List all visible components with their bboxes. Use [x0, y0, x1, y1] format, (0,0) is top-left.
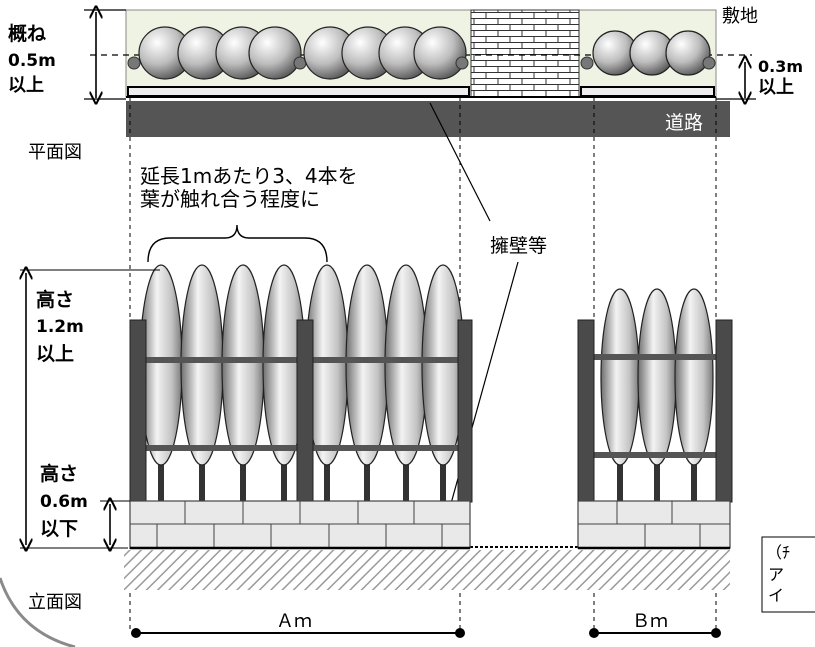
note-box-line2: ア: [768, 565, 784, 584]
plan-title: 平面図: [28, 142, 82, 163]
rail-top-b: [594, 354, 716, 360]
post-b-right: [715, 319, 733, 503]
road-label: 道路: [665, 112, 703, 134]
height-bottom-line1: 高さ: [40, 462, 78, 485]
trunks-a: [158, 462, 446, 502]
plan-shrubs-a: [127, 26, 469, 80]
rail-bottom-b: [594, 452, 716, 458]
brick-wall: [470, 9, 580, 98]
depth-left-line2: 0.5m: [8, 51, 56, 71]
elevation-view: 高さ 1.2m 以上 高さ 0.6m 以下 立面図 Ａｍ Ｂｍ: [20, 264, 733, 638]
note-box-line1: （ﾁ: [766, 543, 790, 562]
spacing-brace: [147, 224, 328, 263]
trees-a: [139, 264, 465, 466]
height-bottom-line2: 0.6m: [40, 492, 88, 512]
trunks-b: [617, 462, 697, 502]
depth-right-line2: 以上: [758, 77, 794, 98]
leader-plan: [429, 102, 491, 222]
spacing-note-line1: 延長1mあたり3、4本を: [140, 164, 358, 188]
block-base-b: [577, 500, 731, 550]
site-label: 敷地: [722, 6, 758, 27]
height-top-line1: 高さ: [36, 288, 74, 311]
curb-b: [580, 86, 715, 97]
corner-arc: [0, 577, 76, 647]
height-bottom-line3: 以下: [40, 518, 78, 540]
retaining-wall-label: 擁壁等: [490, 235, 547, 257]
post-a-right: [457, 319, 473, 503]
height-top-line3: 以上: [36, 343, 74, 365]
spacing-note-line2: 葉が触れ合う程度に: [140, 187, 320, 211]
post-a-left: [129, 319, 147, 503]
dim-a-label: Ａｍ: [276, 611, 312, 632]
note-box: （ﾁ ア イ: [761, 536, 815, 613]
depth-right-line1: 0.3m: [758, 57, 803, 76]
plan-view: 道路 概ね 0.5m 以上: [8, 6, 803, 163]
post-a-mid: [296, 319, 314, 503]
elevation-title: 立面図: [28, 592, 82, 613]
ground-hatch-a: [124, 550, 470, 590]
post-b-left: [577, 319, 595, 503]
dim-b-label: Ｂｍ: [632, 611, 668, 632]
ground-hatch-mid: [470, 550, 578, 590]
plan-shrubs-b: [580, 30, 716, 76]
curb-a: [127, 86, 470, 97]
note-box-line3: イ: [768, 586, 784, 605]
depth-left-line1: 概ね: [8, 23, 46, 45]
road: [126, 101, 730, 137]
depth-left-line3: 以上: [8, 75, 44, 96]
trees-b: [600, 288, 714, 466]
ground-hatch-b: [578, 550, 730, 590]
height-top-line2: 1.2m: [36, 317, 84, 337]
block-base-a: [129, 500, 471, 550]
